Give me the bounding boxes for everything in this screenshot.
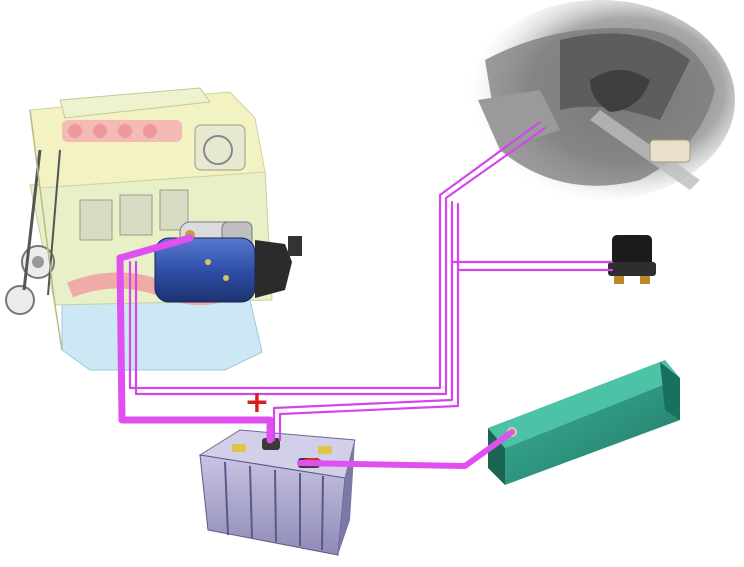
ground-cable xyxy=(297,429,515,469)
positive-cable xyxy=(116,234,274,444)
chassis-ground-icon xyxy=(488,360,680,485)
starter-motor-icon xyxy=(154,221,302,303)
battery-icon xyxy=(198,429,356,556)
battery-lead-a xyxy=(272,200,454,442)
positive-terminal-label: + xyxy=(244,385,270,420)
ignition-switch-icon xyxy=(465,0,735,200)
battery-lead-b xyxy=(278,202,460,442)
relay-icon xyxy=(608,235,656,284)
ignition-wire-a xyxy=(128,120,542,390)
wiring-harness xyxy=(116,120,614,469)
ignition-wire-b xyxy=(134,126,547,396)
